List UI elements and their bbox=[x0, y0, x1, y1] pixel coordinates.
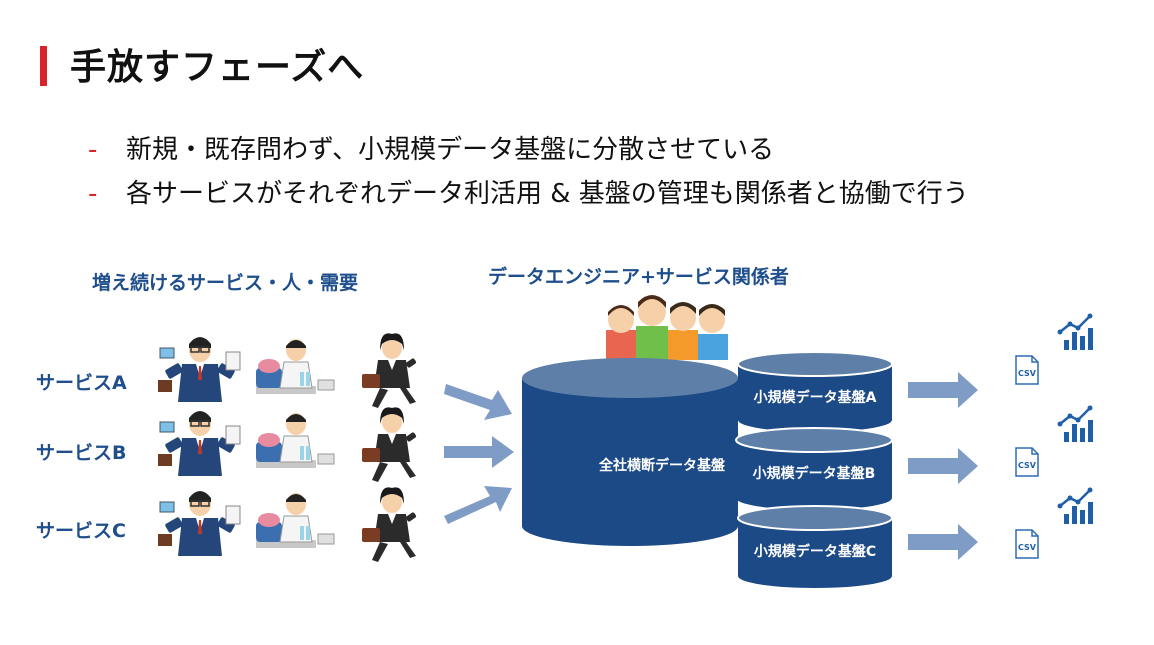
bar-chart-icon bbox=[1056, 404, 1095, 444]
businesswoman-illustration-a bbox=[362, 333, 417, 408]
middle-heading: データエンジニア+サービス関係者 bbox=[488, 266, 789, 288]
arrow-icon bbox=[908, 448, 978, 484]
service-label-c: サービスC bbox=[36, 520, 126, 542]
bar-chart-icon bbox=[1056, 486, 1095, 526]
small-database-b: 小規模データ基盤B bbox=[735, 427, 893, 510]
title-accent-bar bbox=[40, 46, 47, 86]
arrow-icon bbox=[908, 524, 978, 560]
bar-chart-icon bbox=[1056, 312, 1095, 352]
slide-title: 手放すフェーズへ bbox=[70, 47, 365, 88]
csv-file-icon: CSV bbox=[1015, 447, 1039, 477]
scientist-illustration-c bbox=[255, 492, 335, 549]
scientist-illustration-b bbox=[255, 412, 335, 469]
arrow-icon bbox=[444, 436, 514, 468]
csv-file-icon: CSV bbox=[1015, 355, 1039, 385]
businessman-illustration-b bbox=[157, 410, 241, 477]
csv-file-icon: CSV bbox=[1015, 529, 1039, 559]
small-db-label: 小規模データ基盤A bbox=[754, 389, 877, 406]
small-db-label: 小規模データ基盤C bbox=[754, 543, 876, 560]
dash-icon: - bbox=[88, 135, 98, 165]
team-illustration bbox=[606, 295, 728, 360]
arrow-icon bbox=[908, 372, 978, 408]
central-database: 全社横断データ基盤 bbox=[522, 358, 738, 546]
service-label-a: サービスA bbox=[36, 372, 127, 394]
central-db-label: 全社横断データ基盤 bbox=[598, 457, 726, 474]
arrow-icon bbox=[444, 486, 512, 524]
scientist-illustration-a bbox=[255, 338, 335, 395]
arrow-icon bbox=[444, 384, 512, 420]
bullet-item: -各サービスがそれぞれデータ利活用 & 基盤の管理も関係者と協働で行う bbox=[88, 172, 969, 216]
businesswoman-illustration-c bbox=[362, 487, 417, 562]
businessman-illustration-c bbox=[157, 490, 241, 557]
bullet-list: -新規・既存問わず、小規模データ基盤に分散させている -各サービスがそれぞれデー… bbox=[88, 128, 969, 216]
service-label-b: サービスB bbox=[36, 442, 127, 464]
dash-icon: - bbox=[88, 179, 98, 209]
small-database-a: 小規模データ基盤A bbox=[737, 351, 893, 432]
svg-text:CSV: CSV bbox=[1018, 461, 1037, 470]
bullet-item: -新規・既存問わず、小規模データ基盤に分散させている bbox=[88, 128, 969, 172]
svg-text:CSV: CSV bbox=[1018, 543, 1037, 552]
businesswoman-illustration-b bbox=[362, 407, 417, 482]
bullet-text: 新規・既存問わず、小規模データ基盤に分散させている bbox=[126, 135, 775, 165]
small-db-label: 小規模データ基盤B bbox=[753, 465, 876, 482]
businessman-illustration-a bbox=[157, 336, 241, 403]
svg-text:CSV: CSV bbox=[1018, 369, 1037, 378]
bullet-text: 各サービスがそれぞれデータ利活用 & 基盤の管理も関係者と協働で行う bbox=[126, 179, 969, 209]
small-database-c: 小規模データ基盤C bbox=[737, 505, 893, 588]
left-heading: 増え続けるサービス・人・需要 bbox=[92, 272, 359, 294]
